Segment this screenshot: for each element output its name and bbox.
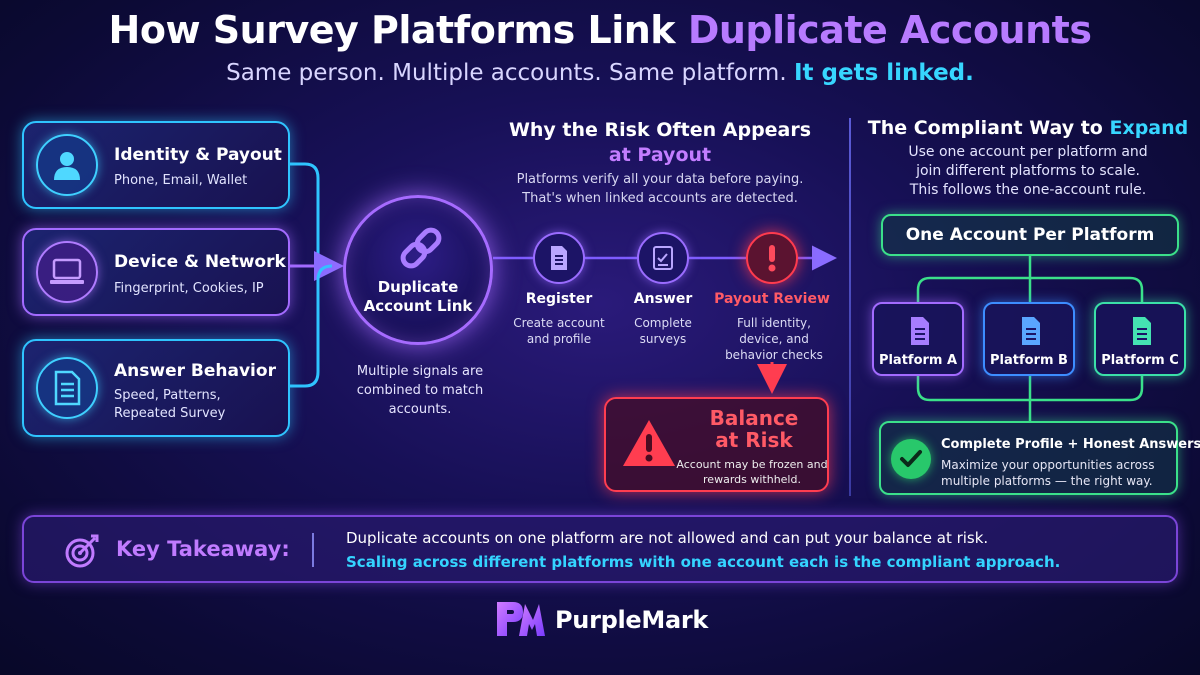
signal-desc-line2: Repeated Survey [114, 406, 226, 421]
signal-desc-line1: Speed, Patterns, [114, 388, 221, 403]
takeaway-line2: Scaling across different platforms with … [346, 553, 1061, 571]
document-icon [551, 246, 567, 270]
step-register-desc: Create account and profile [513, 316, 605, 346]
compliant-heading: The Compliant Way to Expand [858, 117, 1198, 139]
connector-behavior [290, 264, 333, 388]
pm-logo-icon [495, 598, 547, 642]
balance-title: Balance at Risk [688, 407, 820, 451]
takeaway-divider [312, 533, 314, 567]
step-payout-label: Payout Review [714, 291, 830, 307]
document-icon [1133, 317, 1151, 345]
page-title: How Survey Platforms Link Duplicate Acco… [0, 8, 1200, 52]
platform-card-b: Platform B [983, 302, 1075, 376]
outcome-desc-line2: multiple platforms — the right way. [941, 474, 1153, 488]
document-icon [36, 357, 98, 419]
balance-title-line1: Balance [709, 406, 799, 430]
step-register-icon-wrap [533, 232, 585, 284]
compliant-desc-line3: This follows the one-account rule. [909, 182, 1147, 198]
hub-note: Multiple signals are combined to match a… [356, 364, 484, 417]
signal-title: Device & Network [114, 252, 286, 272]
user-icon [36, 134, 98, 196]
risk-heading-line2: at Payout [608, 144, 712, 166]
compliant-description: Use one account per platform and join di… [858, 143, 1198, 200]
subtitle-part2: It gets linked. [793, 60, 974, 86]
hub-label-line1: Duplicate [377, 278, 459, 296]
step-register-label: Register [525, 291, 593, 307]
hub-label: Duplicate Account Link [346, 278, 490, 316]
page-subtitle: Same person. Multiple accounts. Same pla… [0, 60, 1200, 86]
signal-title: Identity & Payout [114, 145, 282, 165]
signal-card-behavior: Answer Behavior Speed, Patterns, Repeate… [22, 339, 290, 437]
signal-title: Answer Behavior [114, 361, 276, 381]
step-payout-desc: Full identity, device, and behavior chec… [725, 316, 823, 362]
compliant-desc-line1: Use one account per platform and [908, 144, 1148, 160]
checklist-icon [653, 246, 673, 270]
risk-desc-line2: That's when linked accounts are detected… [522, 191, 798, 206]
takeaway-line1: Duplicate accounts on one platform are n… [346, 529, 989, 547]
outcome-card: Complete Profile + Honest Answers Maximi… [879, 421, 1200, 495]
exclamation-icon [768, 245, 776, 272]
document-icon [1022, 317, 1040, 345]
signal-desc: Phone, Email, Wallet [114, 173, 248, 188]
balance-at-risk-card: Balance at Risk Account may be frozen an… [604, 397, 829, 492]
connector-tree-top [916, 256, 1144, 302]
signal-card-device: Device & Network Fingerprint, Cookies, I… [22, 228, 290, 316]
risk-heading-line1: Why the Risk Often Appears [508, 119, 812, 141]
platform-card-a: Platform A [872, 302, 964, 376]
link-icon [396, 223, 446, 277]
platform-label: Platform A [878, 353, 958, 368]
platform-label: Platform B [990, 353, 1068, 368]
compliant-desc-line2: join different platforms to scale. [916, 163, 1140, 179]
risk-heading: Why the Risk Often Appears at Payout [490, 118, 830, 168]
target-icon [64, 533, 100, 573]
signal-desc: Fingerprint, Cookies, IP [114, 281, 264, 296]
laptop-icon [36, 241, 98, 303]
step-answer-label: Answer [633, 291, 693, 307]
step-answer-desc: Complete surveys [634, 316, 692, 346]
document-icon [911, 317, 929, 345]
key-takeaway-banner: Key Takeaway: Duplicate accounts on one … [22, 515, 1178, 583]
hub-label-line2: Account Link [363, 297, 473, 315]
platform-card-c: Platform C [1094, 302, 1186, 376]
subtitle-part1: Same person. Multiple accounts. Same pla… [226, 60, 787, 86]
compliant-heading-part1: The Compliant Way to [867, 117, 1103, 139]
risk-desc-line1: Platforms verify all your data before pa… [516, 172, 804, 187]
balance-desc: Account may be frozen and rewards withhe… [676, 458, 828, 486]
duplicate-account-hub: Duplicate Account Link [343, 195, 493, 345]
checkmark-icon [891, 439, 931, 479]
outcome-desc: Maximize your opportunities across multi… [941, 457, 1155, 489]
outcome-desc-line1: Maximize your opportunities across [941, 458, 1155, 472]
balance-title-line2: at Risk [715, 428, 793, 452]
platform-label: Platform C [1101, 353, 1179, 368]
section-divider [849, 118, 851, 496]
signal-card-identity: Identity & Payout Phone, Email, Wallet [22, 121, 290, 209]
one-account-box: One Account Per Platform [881, 214, 1179, 256]
title-part1: How Survey Platforms Link [108, 8, 676, 52]
risk-description: Platforms verify all your data before pa… [490, 170, 830, 208]
connector-identity [290, 162, 333, 268]
takeaway-label: Key Takeaway: [116, 537, 290, 561]
compliant-heading-part2: Expand [1109, 117, 1189, 139]
outcome-title: Complete Profile + Honest Answers [941, 437, 1200, 452]
title-part2: Duplicate Accounts [687, 8, 1092, 52]
warning-triangle-icon [620, 417, 678, 473]
brand-name: PurpleMark [555, 606, 709, 634]
connector-tree-bottom [916, 376, 1144, 421]
step-payout-icon-wrap [746, 232, 798, 284]
step-answer-icon-wrap [637, 232, 689, 284]
